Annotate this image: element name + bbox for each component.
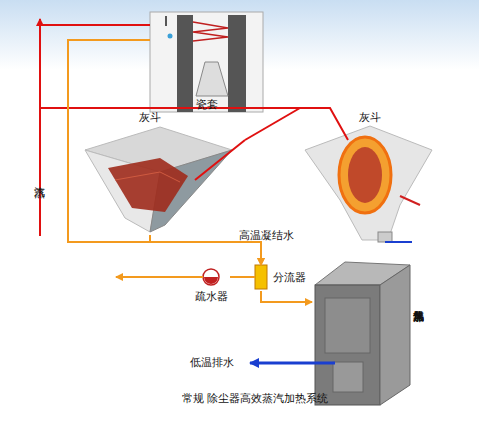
diverter-box bbox=[255, 265, 267, 289]
condensate-pipe bbox=[192, 276, 203, 278]
condensate-pipe bbox=[261, 291, 312, 302]
drain-pipe bbox=[385, 241, 412, 243]
component-node: 灰斗 bbox=[305, 110, 432, 245]
steam-trap bbox=[203, 269, 219, 285]
node-label: 疏水器 bbox=[188, 290, 234, 303]
condensate-pipe bbox=[230, 276, 255, 278]
steam-arrow bbox=[39, 19, 41, 40]
node-label: 分流器 bbox=[271, 271, 307, 284]
figure-caption: 常规 除尘器高效蒸汽加热系统 bbox=[100, 392, 410, 405]
porcelain-cone bbox=[196, 62, 228, 96]
hopper-heater bbox=[339, 137, 391, 213]
steam-pipe bbox=[40, 108, 348, 140]
steam-pipe bbox=[400, 196, 420, 205]
component-node: 分流器 bbox=[255, 265, 307, 291]
steam-trap-fill bbox=[204, 277, 218, 284]
component-node: 灰斗 bbox=[85, 110, 235, 235]
component-node: 瓷套 bbox=[150, 12, 263, 112]
cabinet-panel bbox=[333, 362, 363, 392]
condensate-pipe bbox=[68, 40, 261, 265]
wall-column bbox=[228, 15, 246, 112]
insulator-housing bbox=[150, 12, 263, 112]
hopper-heater bbox=[108, 158, 188, 212]
node-label: 瓷套 bbox=[150, 98, 263, 111]
heating-coil bbox=[193, 22, 228, 41]
annotation-label: 低温排水 bbox=[182, 356, 242, 369]
edge-label: 高温凝结水 bbox=[236, 229, 296, 242]
node-label: 灰斗 bbox=[135, 111, 165, 124]
wall-column bbox=[177, 15, 193, 112]
outlet-box bbox=[378, 232, 392, 242]
hopper-heater-core bbox=[348, 147, 382, 203]
steam-pipe bbox=[40, 25, 150, 236]
component-node: 灰斗气化风加热器 bbox=[312, 256, 430, 406]
node-label: 灰斗 bbox=[355, 111, 385, 124]
condensate-arrow bbox=[116, 276, 192, 278]
heater-rib bbox=[115, 172, 180, 182]
flow-arrow bbox=[165, 16, 167, 26]
cabinet-side bbox=[380, 265, 410, 405]
sensor-dot bbox=[168, 34, 173, 39]
cabinet-panel bbox=[325, 298, 370, 353]
component-node: 疏水器 bbox=[192, 266, 230, 304]
cabinet-front bbox=[315, 285, 380, 405]
steam-pipe bbox=[245, 108, 300, 140]
steam-pipe bbox=[195, 140, 245, 180]
drain-arrow bbox=[250, 362, 335, 365]
hopper-body bbox=[305, 126, 432, 240]
